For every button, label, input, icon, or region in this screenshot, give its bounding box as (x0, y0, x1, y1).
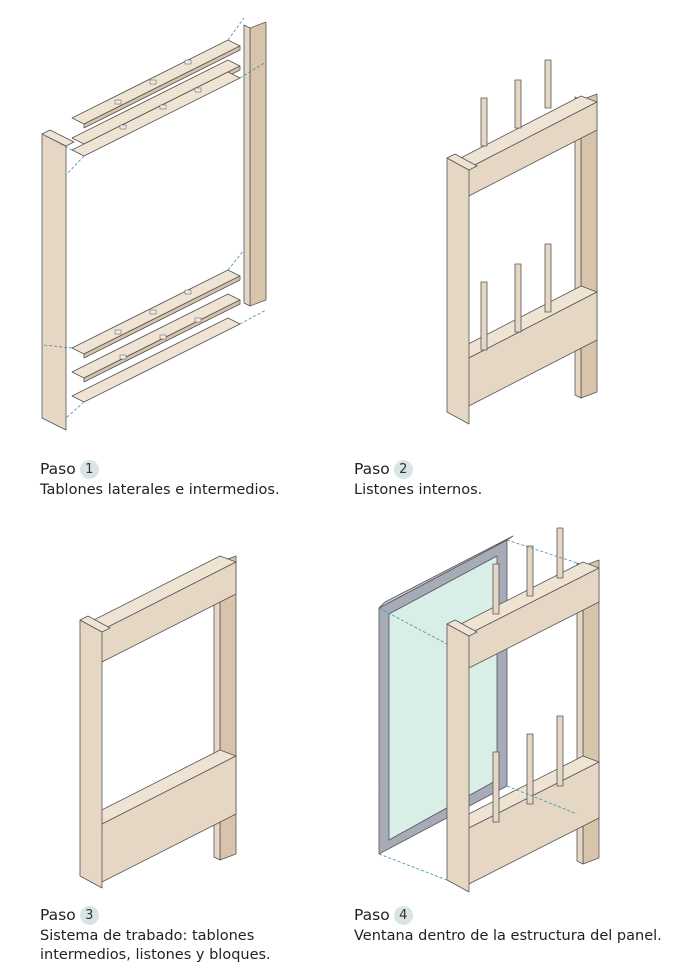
step-number-badge: 2 (393, 460, 413, 479)
step-number-badge: 1 (79, 460, 99, 479)
step-4-caption: Paso 4 Ventana dentro de la estructura d… (354, 906, 664, 946)
step-3-panel: Paso 3 Sistema de trabado: tablones inte… (0, 484, 339, 968)
step-1-panel: Paso 1 Tablones laterales e intermedios. (0, 0, 339, 498)
step-1-caption: Paso 1 Tablones laterales e intermedios. (40, 460, 330, 500)
step-description: Listones internos. (354, 482, 483, 498)
step-label: Paso (354, 906, 390, 924)
step-3-illustration (79, 555, 237, 889)
step-2-caption: Paso 2 Listones internos. (354, 460, 654, 500)
step-description: Ventana dentro de la estructura del pane… (354, 928, 662, 944)
step-2-illustration (446, 59, 598, 425)
step-label: Paso (40, 460, 76, 478)
step-number-badge: 4 (393, 906, 413, 925)
step-4-illustration (378, 527, 600, 893)
front-post (41, 133, 67, 431)
step-2-panel: Paso 2 Listones internos. (339, 0, 678, 498)
back-post (249, 21, 267, 307)
step-4-panel: Paso 4 Ventana dentro de la estructura d… (339, 484, 678, 968)
step-1-illustration (41, 17, 267, 431)
step-description: Sistema de trabado: tablones intermedios… (40, 928, 271, 963)
step-label: Paso (354, 460, 390, 478)
step-number-badge: 3 (79, 906, 99, 925)
step-label: Paso (40, 906, 76, 924)
step-3-caption: Paso 3 Sistema de trabado: tablones inte… (40, 906, 330, 965)
step-description: Tablones laterales e intermedios. (40, 482, 280, 498)
